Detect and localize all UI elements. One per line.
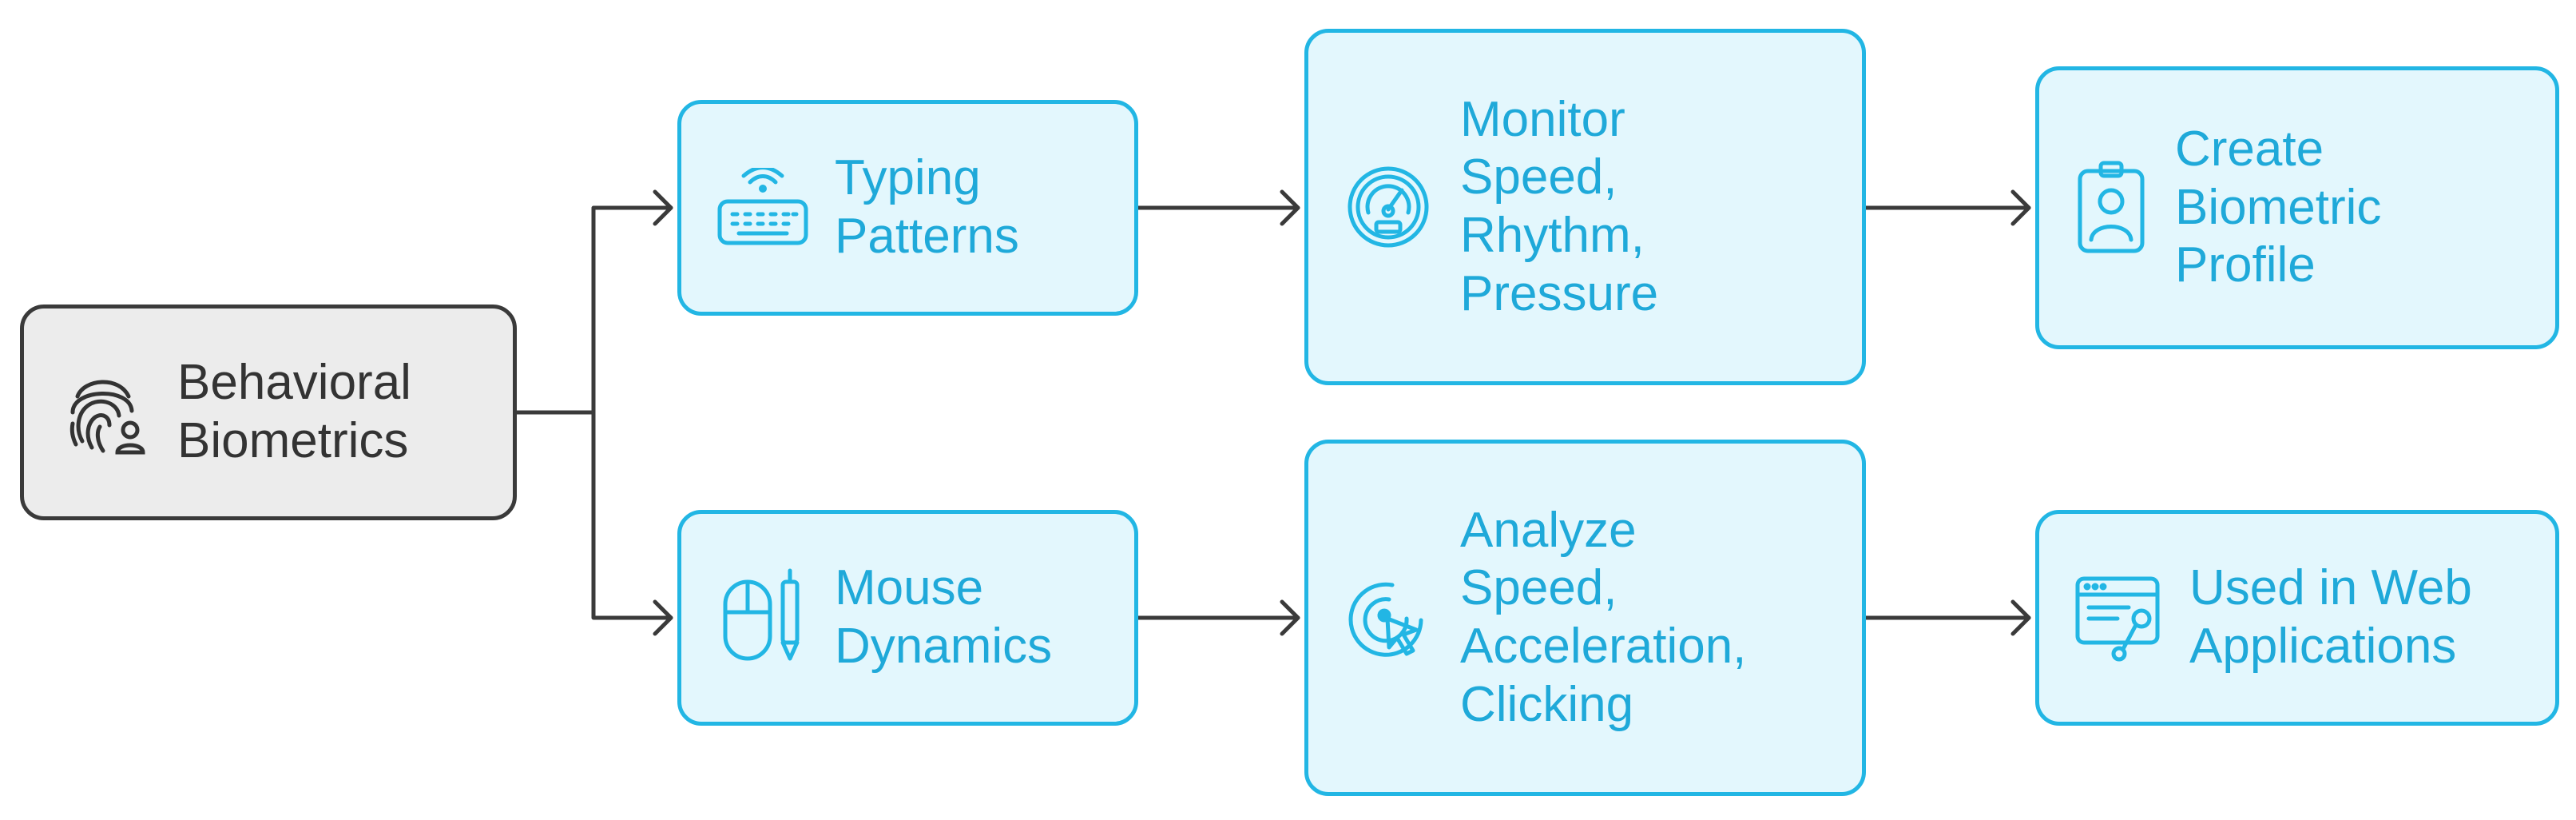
node-monitor-speed-rhythm-pressure: Monitor Speed, Rhythm, Pressure	[1304, 29, 1866, 385]
browser-window-icon	[2071, 574, 2167, 662]
id-badge-icon	[2071, 160, 2151, 256]
arrow-head-analyze	[1280, 599, 1300, 636]
mouse-pen-icon	[715, 566, 811, 670]
node-label: Monitor Speed, Rhythm, Pressure	[1460, 91, 1659, 321]
arrow-head-monitor	[1280, 189, 1300, 226]
node-mouse-dynamics: Mouse Dynamics	[677, 510, 1138, 726]
node-label: Used in Web Applications	[2189, 560, 2472, 674]
node-used-in-web-applications: Used in Web Applications	[2035, 510, 2559, 726]
node-analyze-speed-acceleration-clicking: Analyze Speed, Acceleration, Clicking	[1304, 440, 1866, 796]
arrow-head-web	[2010, 599, 2031, 636]
keyboard-icon	[715, 168, 811, 248]
node-label: Analyze Speed, Acceleration, Clicking	[1460, 502, 1747, 732]
arrow-head-mouse	[653, 599, 673, 636]
connector-root-branch	[514, 205, 673, 620]
speedometer-icon	[1340, 163, 1436, 251]
arrow-head-profile	[2010, 189, 2031, 226]
node-label: Typing Patterns	[835, 150, 1019, 264]
cursor-click-icon	[1340, 574, 1436, 662]
node-create-biometric-profile: Create Biometric Profile	[2035, 66, 2559, 349]
node-behavioral-biometrics: Behavioral Biometrics	[20, 305, 517, 520]
fingerprint-user-icon	[58, 364, 153, 460]
node-typing-patterns: Typing Patterns	[677, 100, 1138, 316]
node-label: Behavioral Biometrics	[177, 355, 411, 468]
node-label: Create Biometric Profile	[2175, 121, 2382, 293]
node-label: Mouse Dynamics	[835, 560, 1053, 674]
arrow-head-typing	[653, 189, 673, 226]
